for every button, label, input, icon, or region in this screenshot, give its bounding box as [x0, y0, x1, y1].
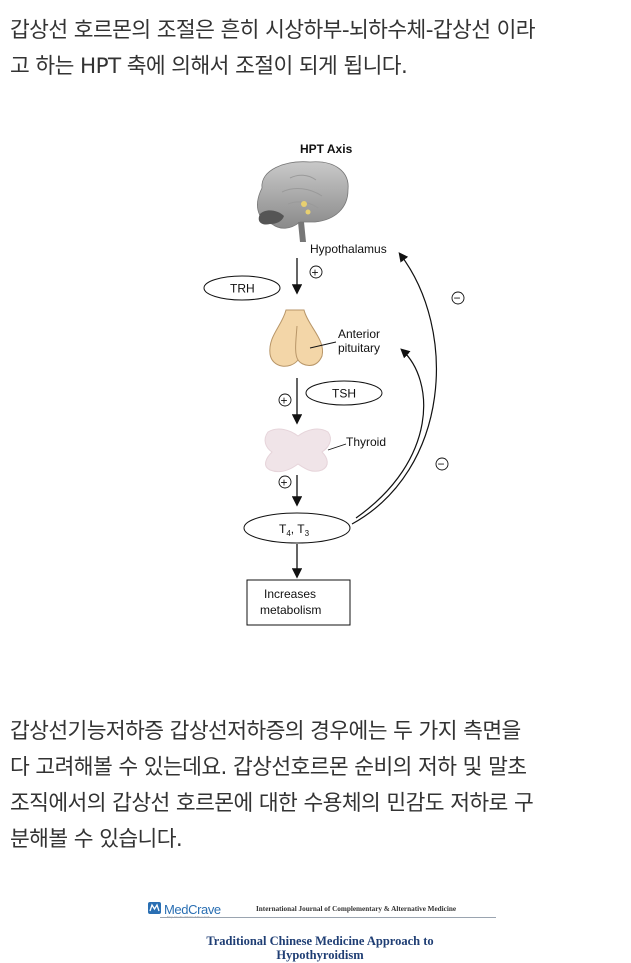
article-title: Hypothyroidism [276, 948, 364, 962]
thyroid-label: Thyroid [346, 435, 386, 449]
thyroid-icon [264, 428, 331, 473]
paragraph-line: 갑상선기능저하증 갑상선저하증의 경우에는 두 가지 측면을 [10, 719, 521, 744]
paper-header-image: MedCrave Step into the World of Research… [140, 895, 500, 962]
svg-text:−: − [438, 457, 445, 471]
hpt-axis-diagram: HPT Axis Hypothalamus + TRH Anterior pit… [203, 142, 465, 626]
svg-text:TSH: TSH [332, 387, 356, 401]
svg-text:T4, T3: T4, T3 [279, 522, 310, 538]
intro-line: 갑상선 호르몬의 조절은 흔히 시상하부-뇌하수체-갑상선 이라 [10, 18, 536, 43]
anterior-pituitary-label: Anterior [338, 327, 380, 341]
inhibition-sign: − [451, 291, 465, 305]
pituitary-icon [269, 309, 324, 367]
stimulation-sign: + [309, 266, 323, 280]
svg-text:−: − [454, 291, 461, 305]
t4-t3-node: T4, T3 [243, 512, 351, 544]
header-divider [160, 917, 496, 918]
journal-name: International Journal of Complementary &… [256, 905, 457, 913]
publisher-name: MedCrave [164, 902, 221, 917]
intro-line: 고 하는 HPT 축에 의해서 조절이 되게 됩니다. [10, 54, 408, 79]
medcrave-logo-icon [148, 902, 161, 914]
svg-text:+: + [281, 394, 288, 408]
intro-paragraph: 갑상선 호르몬의 조절은 흔히 시상하부-뇌하수체-갑상선 이라 고 하는 HP… [10, 13, 625, 85]
stimulation-sign: + [278, 394, 292, 408]
svg-text:metabolism: metabolism [260, 603, 321, 617]
brain-icon [257, 161, 349, 242]
article-title: Traditional Chinese Medicine Approach to [206, 934, 434, 948]
tsh-node: TSH [305, 380, 383, 406]
paragraph-line: 다 고려해볼 수 있는데요. 갑상선호르몬 순비의 저하 및 말초 [10, 755, 527, 780]
trh-node: TRH [203, 275, 281, 301]
svg-text:TRH: TRH [230, 282, 255, 296]
second-paragraph: 갑상선기능저하증 갑상선저하증의 경우에는 두 가지 측면을 다 고려해볼 수 … [10, 714, 625, 858]
inhibition-sign: − [435, 457, 449, 471]
svg-text:+: + [281, 476, 288, 490]
hypothalamus-label: Hypothalamus [310, 242, 387, 256]
diagram-title: HPT Axis [300, 142, 353, 156]
stimulation-sign: + [278, 476, 292, 490]
increases-metabolism-box: Increases metabolism [246, 579, 351, 626]
paragraph-line: 분해볼 수 있습니다. [10, 827, 183, 852]
paragraph-line: 조직에서의 갑상선 호르몬에 대한 수용체의 민감도 저하로 구 [10, 791, 534, 816]
anterior-pituitary-label: pituitary [338, 341, 380, 355]
feedback-arrow-pituitary [355, 348, 425, 519]
feedback-arrow-hypothalamus [351, 252, 437, 525]
svg-text:Increases: Increases [264, 587, 316, 601]
svg-text:+: + [312, 266, 319, 280]
